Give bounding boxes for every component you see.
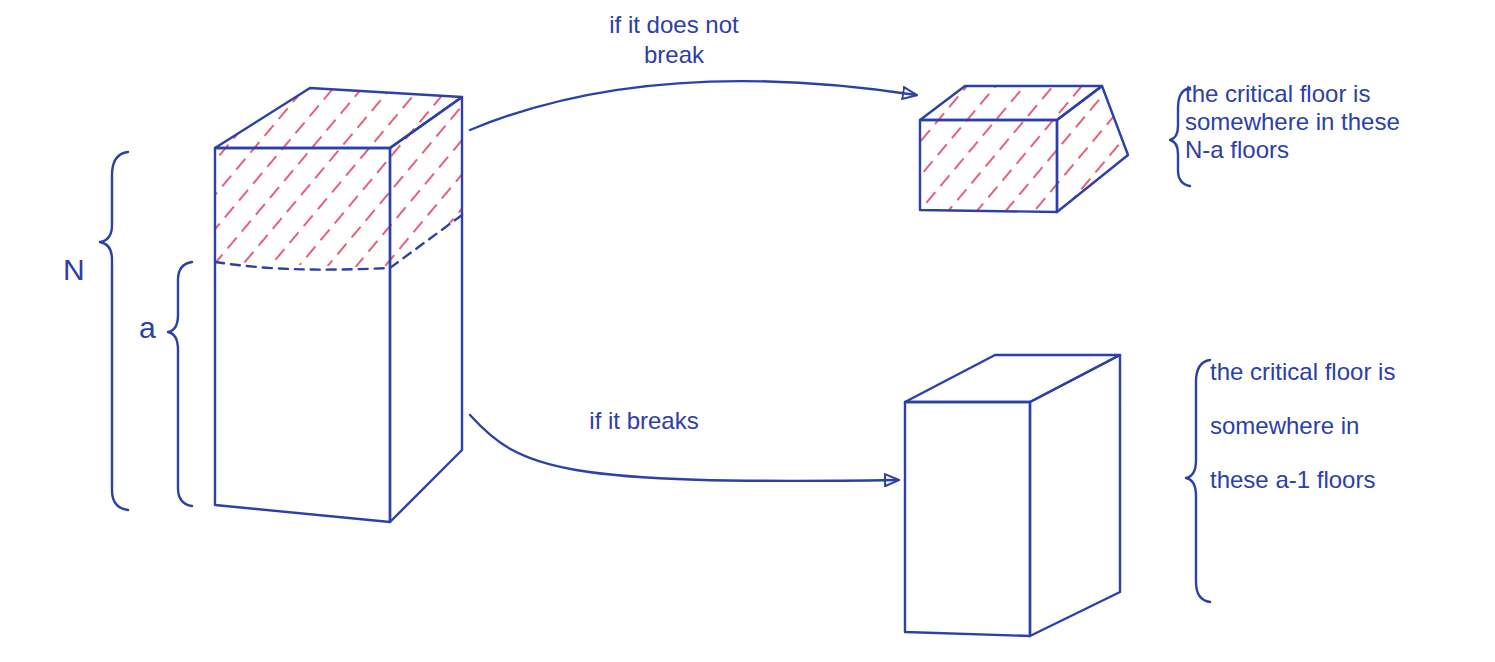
edge-label: if it does not break [600, 10, 748, 70]
brace [168, 262, 192, 506]
node-text: a [139, 310, 163, 346]
lower-floors-node: the critical floor is somewhere in these… [900, 345, 1440, 645]
hatch-front [215, 148, 390, 268]
building-top [215, 88, 462, 148]
brace [100, 152, 128, 510]
tall-box-side [1030, 355, 1120, 636]
building-node: Na [55, 80, 470, 530]
small-box-front [920, 120, 1057, 212]
node-text: N [63, 252, 93, 288]
brace [1186, 360, 1210, 602]
edge-label: if it breaks [585, 406, 703, 436]
building-front [215, 148, 390, 522]
upper-floors-node: the critical floor is somewhere in these… [918, 80, 1418, 220]
tall-box-front [905, 402, 1030, 636]
node-text: the critical floor is somewhere in these… [1185, 80, 1400, 164]
dashed-floor-line [215, 215, 462, 270]
curved-arrow [470, 81, 916, 130]
building-side [390, 97, 462, 522]
small-box-side [1057, 86, 1128, 212]
node-text: the critical floor is somewhere in these… [1210, 345, 1410, 507]
tall-box-top [905, 355, 1120, 402]
